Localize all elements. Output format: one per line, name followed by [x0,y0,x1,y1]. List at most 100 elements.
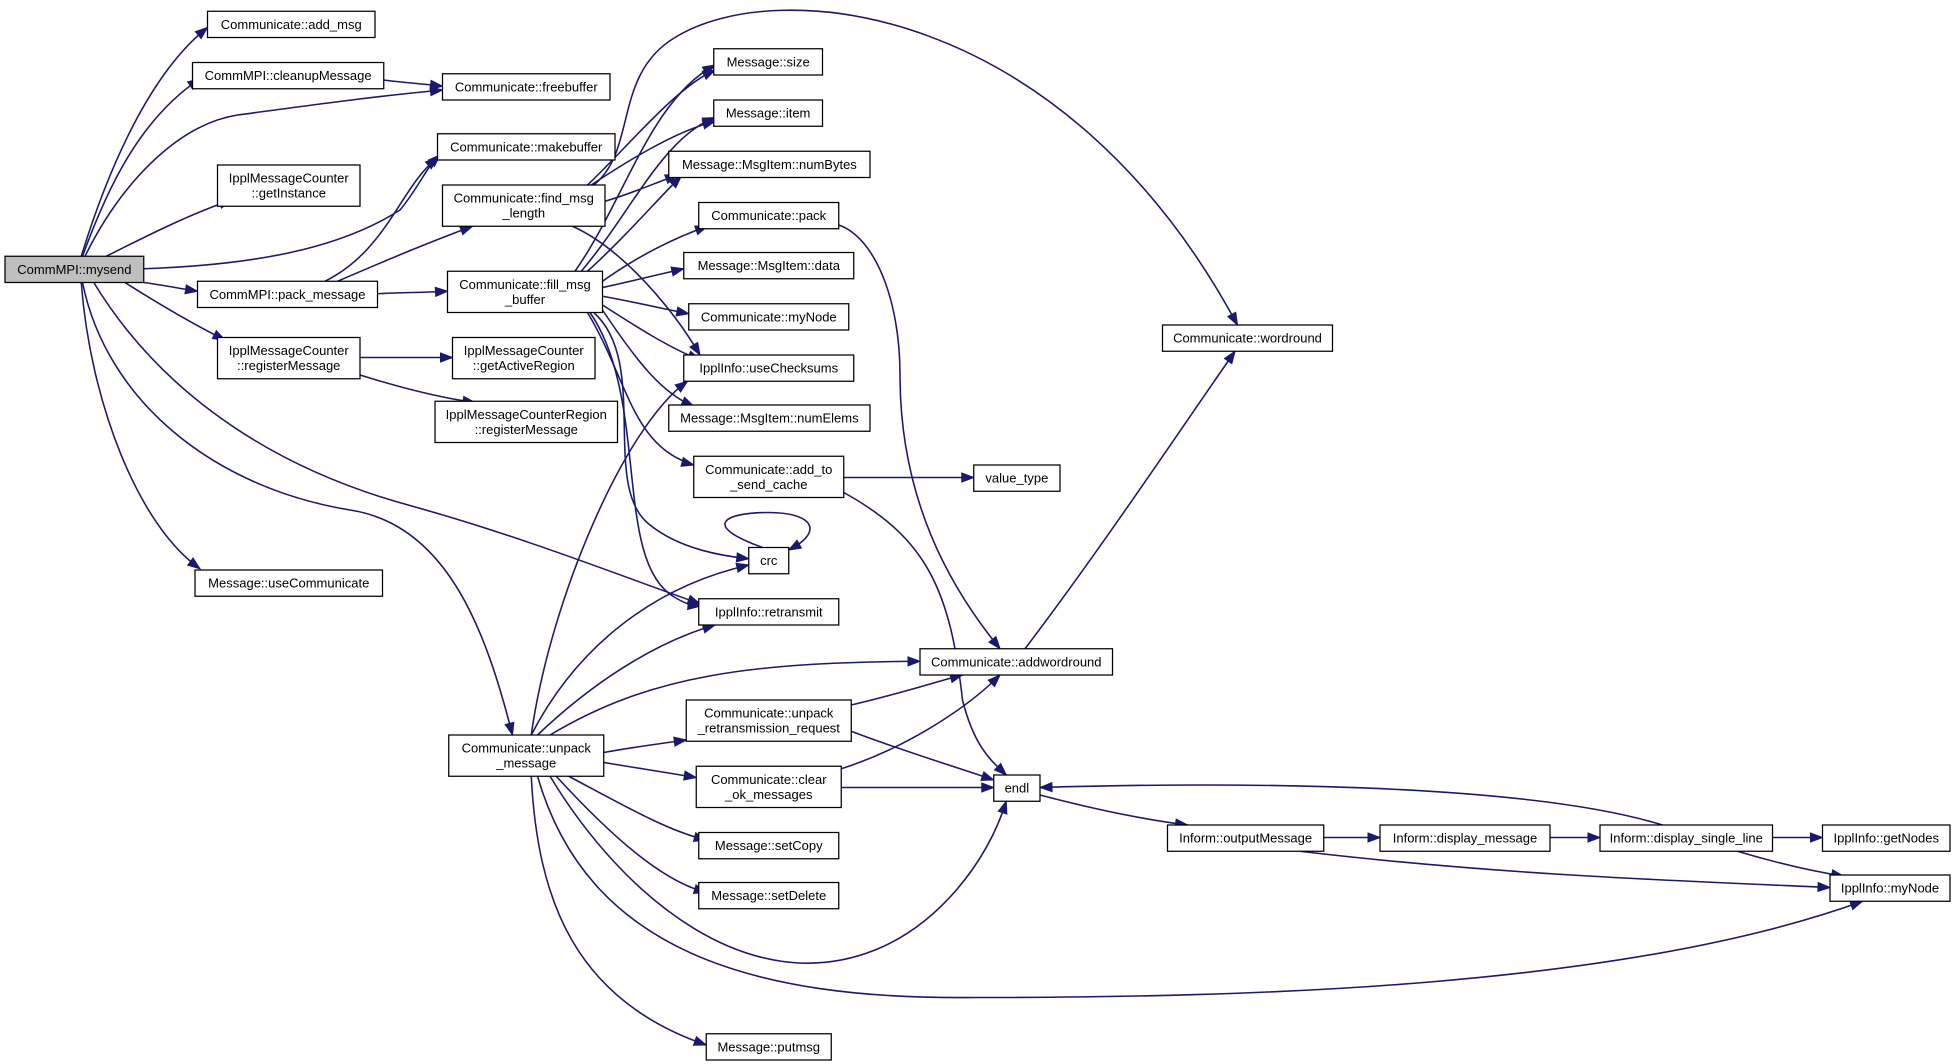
arrowhead [670,266,686,277]
node-add-to-send-cache[interactable]: Communicate::add_to_send_cache [693,455,845,499]
node-box [698,881,840,910]
arrowhead [692,1035,708,1046]
node-box [436,133,616,161]
node-label: Message::size [727,54,810,69]
node-value-type[interactable]: value_type [973,464,1061,492]
node-box [705,1033,832,1061]
node-endl[interactable]: endl [993,774,1041,802]
node-label: _buffer [504,292,546,307]
node-unpack-message[interactable]: Communicate::unpack_message [448,734,605,777]
node-item[interactable]: Message::item [713,99,824,127]
arrowhead [997,799,1008,815]
node-numBytes[interactable]: Message::MsgItem::numBytes [668,150,871,179]
node-label: Inform::outputMessage [1179,831,1312,846]
node-add-msg[interactable]: Communicate::add_msg [206,10,376,39]
node-label: Message::MsgItem::numElems [680,411,859,426]
node-box [194,569,384,597]
node-box [668,404,871,432]
edge-line [850,730,995,781]
arrowhead [981,782,996,793]
node-data[interactable]: Message::MsgItem::data [683,251,855,280]
edge-outputMessage-to-myNodeInfo [1299,850,1832,893]
node-unpack-retransmission-request[interactable]: Communicate::unpack_retransmission_reque… [685,699,852,742]
node-wordround[interactable]: Communicate::wordround [1161,324,1334,352]
edge-fill-msg-buffer-to-size [574,64,717,272]
node-outputMessage[interactable]: Inform::outputMessage [1166,824,1325,852]
edge-add-to-send-cache-to-value-type [843,472,976,483]
arrowhead [980,771,996,781]
node-box [441,73,611,101]
node-numElems[interactable]: Message::MsgItem::numElems [668,404,871,432]
node-getNodes[interactable]: IpplInfo::getNodes [1821,824,1951,852]
edge-line [324,156,438,282]
node-label: CommMPI::pack_message [209,287,365,302]
node-clear-ok-messages[interactable]: Communicate::clear_ok_messages [695,765,842,809]
node-box [919,648,1114,676]
node-addwordround[interactable]: Communicate::addwordround [919,648,1114,676]
edge-registerMessage-to-getActiveRegion [359,352,454,363]
node-pack-message[interactable]: CommMPI::pack_message [196,280,379,309]
node-label: IpplMessageCounterRegion [446,407,607,422]
edge-unpack-message-to-unpack-retransmission-request [603,736,688,754]
node-useCommunicate[interactable]: Message::useCommunicate [194,569,384,597]
node-getInstance[interactable]: IpplMessageCounter::getInstance [216,164,361,207]
edge-line [143,154,441,270]
node-find-msg-length[interactable]: Communicate::find_msg_length [441,184,606,227]
edge-line [603,739,687,754]
edge-cleanupMessage-to-freebuffer [383,79,444,90]
node-putmsg[interactable]: Message::putmsg [705,1033,832,1061]
arrowhead [458,225,474,236]
node-label: Communicate::wordround [1173,331,1322,346]
node-label: Communicate::makebuffer [450,139,603,154]
edge-mysend-to-pack-message [143,281,199,295]
edge-line [93,282,701,605]
node-label: ::getInstance [252,186,326,201]
arrowhead [735,552,751,563]
node-retransmit[interactable]: IpplInfo::retransmit [698,598,840,626]
arrowhead [787,539,803,551]
node-layer: CommMPI::mysend Communicate::add_msgCommM… [4,10,1951,1061]
edge-line [555,775,707,894]
arrowhead [987,674,1002,688]
node-freebuffer[interactable]: Communicate::freebuffer [441,73,611,101]
node-label: IpplInfo::getNodes [1833,831,1939,846]
node-box [698,831,840,860]
node-useChecksums[interactable]: IpplInfo::useChecksums [683,354,855,382]
node-label: Communicate::pack [711,208,826,223]
node-size[interactable]: Message::size [713,48,824,76]
node-myNodeComm[interactable]: Communicate::myNode [688,303,850,331]
node-fill-msg-buffer[interactable]: Communicate::fill_msg_buffer [446,270,604,314]
node-pack[interactable]: Communicate::pack [698,201,840,230]
node-crc[interactable]: crc [748,546,790,575]
edge-unpack-message-to-clear-ok-messages [603,761,698,781]
node-box [973,464,1061,492]
node-label: Message::setCopy [715,838,823,853]
node-myNodeInfo[interactable]: IpplInfo::myNode [1829,874,1951,902]
arrowhead [701,116,717,128]
node-label: _ok_messages [724,787,813,802]
node-label: _retransmission_request [697,721,841,736]
node-mysend[interactable]: CommMPI::mysend [4,255,145,284]
node-getActiveRegion[interactable]: IpplMessageCounter::getActiveRegion [451,336,596,380]
node-registerMessage[interactable]: IpplMessageCounter::registerMessage [216,336,361,380]
node-display-single-line[interactable]: Inform::display_single_line [1599,824,1774,852]
edge-unpack-retransmission-request-to-endl [850,730,996,781]
edge-line [580,116,716,272]
node-label: Message::putmsg [717,1039,820,1054]
node-box [748,546,790,575]
edge-fill-msg-buffer-to-item [580,116,717,272]
edge-display-message-to-display-single-line [1550,832,1602,843]
node-regionRegisterMessage[interactable]: IpplMessageCounterRegion::registerMessag… [434,400,619,444]
node-box [446,270,604,314]
node-cleanupMessage[interactable]: CommMPI::cleanupMessage [191,61,385,90]
node-label: CommMPI::mysend [17,262,131,277]
node-label: Communicate::freebuffer [455,79,598,94]
node-setDelete[interactable]: Message::setDelete [698,881,840,910]
node-display-message[interactable]: Inform::display_message [1379,824,1551,852]
edge-display-single-line-to-getNodes [1772,832,1824,843]
node-setCopy[interactable]: Message::setCopy [698,831,840,860]
edge-find-msg-length-to-useChecksums [572,225,701,357]
node-makebuffer[interactable]: Communicate::makebuffer [436,133,616,161]
arrowhead [687,599,702,611]
